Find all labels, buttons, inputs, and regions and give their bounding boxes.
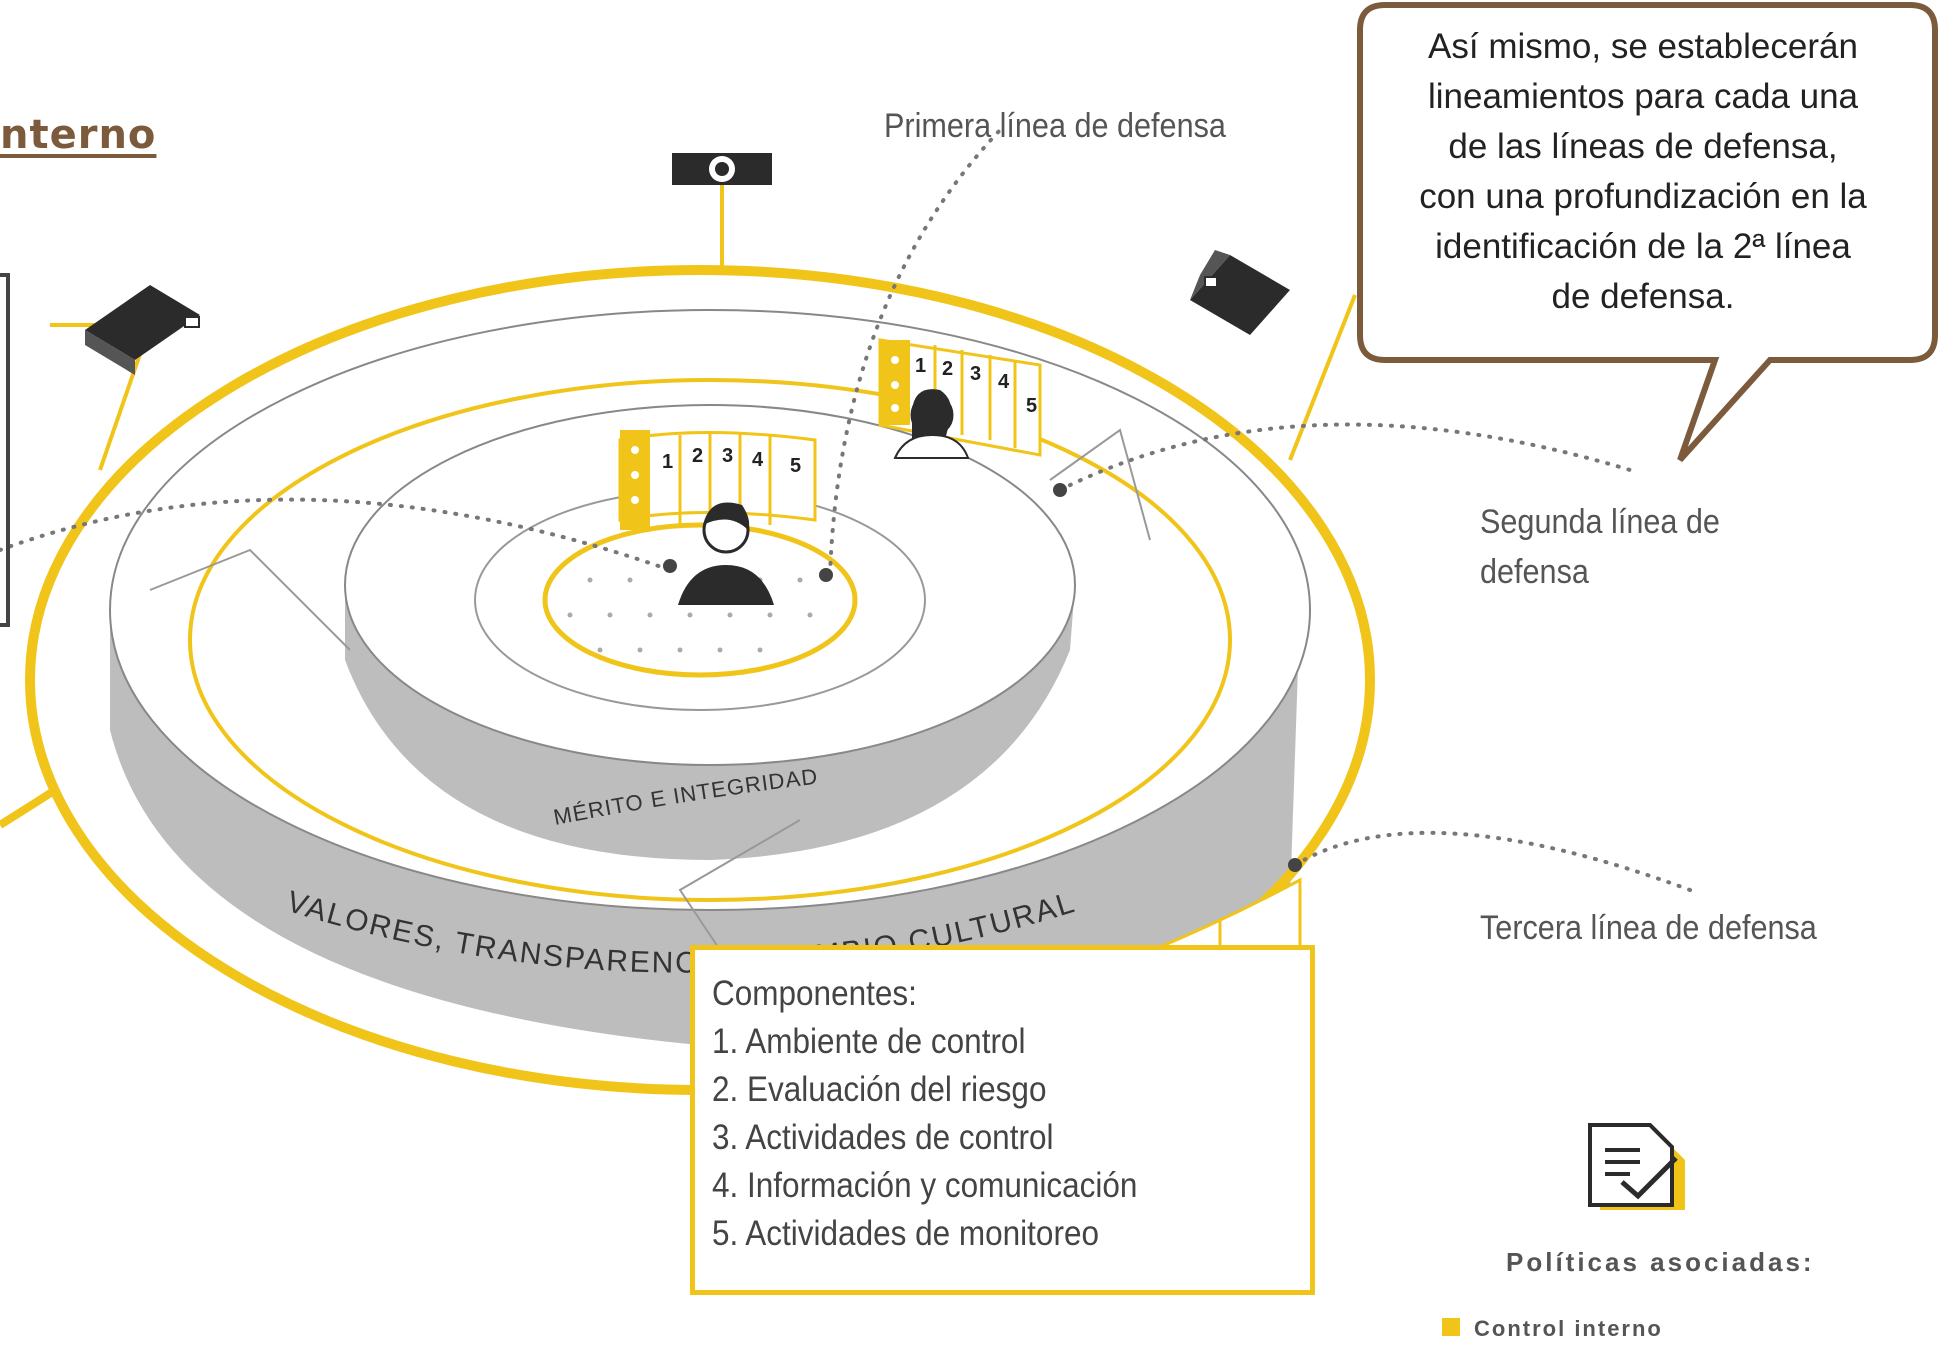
left-partial-box <box>0 273 10 627</box>
component-item: 3. Actividades de control <box>712 1118 1054 1157</box>
callout-text: Así mismo, se establecerán lineamientos … <box>1378 22 1908 322</box>
panel-number: 1 <box>662 451 673 473</box>
panel-number: 4 <box>998 371 1010 393</box>
callout-line: de las líneas de defensa, <box>1448 127 1838 166</box>
left-ring-fragment <box>0 786 58 829</box>
yellow-ring-mid <box>188 378 1232 902</box>
callout-line: Así mismo, se establecerán <box>1428 27 1858 66</box>
yellow-ring-core <box>542 522 858 678</box>
panel-number: 2 <box>692 445 703 467</box>
component-item: 2. Evaluación del riesgo <box>712 1070 1047 1109</box>
panel-number: 3 <box>970 363 981 385</box>
component-item: 4. Información y comunicación <box>712 1166 1138 1205</box>
component-item: 1. Ambiente de control <box>712 1022 1026 1061</box>
panel-number: 3 <box>722 445 733 467</box>
camera-icon <box>672 153 772 185</box>
callout-line: con una profundización en la <box>1419 177 1867 216</box>
policy-bullet <box>1442 1318 1460 1336</box>
components-list: Componentes: 1. Ambiente de control 2. E… <box>712 970 1137 1258</box>
policy-item[interactable]: Control interno <box>1474 1316 1663 1341</box>
callout-line: identificación de la 2ª línea <box>1435 227 1851 266</box>
monitor-icon <box>1190 250 1290 335</box>
label-segunda-linea-1: Segunda línea de <box>1480 503 1720 541</box>
components-heading: Componentes: <box>712 974 917 1013</box>
person-icon <box>678 502 774 605</box>
components-box <box>690 945 1315 1295</box>
label-segunda-linea-2: defensa <box>1480 553 1589 591</box>
defense-dotted-lines <box>0 128 1692 892</box>
monitor-icon <box>85 285 200 375</box>
panel-first-line <box>618 430 817 530</box>
person-icon <box>893 389 970 459</box>
panel-number: 5 <box>1026 395 1037 417</box>
core-dot-grid <box>567 577 813 653</box>
panel-number: 5 <box>790 455 801 477</box>
document-check-icon <box>1588 1123 1685 1210</box>
defense-line-nodes <box>663 483 1302 872</box>
component-item: 5. Actividades de monitoreo <box>712 1214 1099 1253</box>
panel-number: 2 <box>942 358 953 380</box>
policies-title: Políticas asociadas: <box>1506 1247 1815 1277</box>
panel-number: 4 <box>752 449 764 471</box>
page-title: nterno <box>0 112 157 158</box>
panel-number: 1 <box>915 355 926 377</box>
callout-line: lineamientos para cada una <box>1427 77 1858 116</box>
callout-line: de defensa. <box>1551 277 1735 316</box>
label-tercera-linea: Tercera línea de defensa <box>1480 909 1817 947</box>
label-primera-linea: Primera línea de defensa <box>884 107 1226 145</box>
callout-bubble <box>1357 2 1938 463</box>
